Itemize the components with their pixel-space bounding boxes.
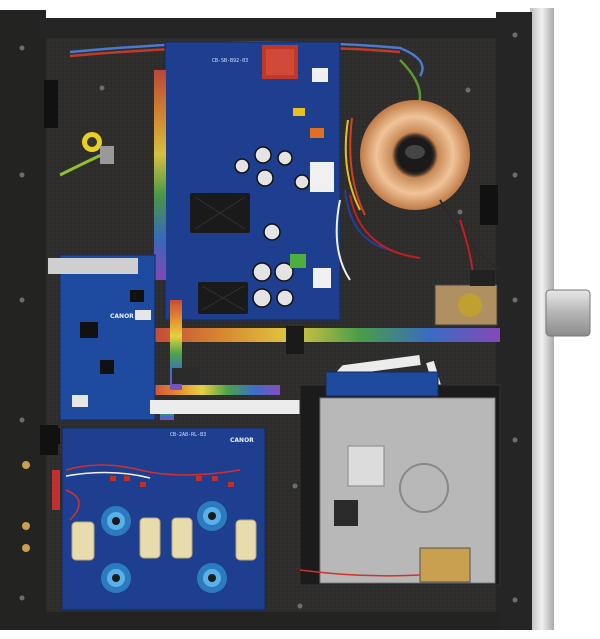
dac-board-logo: CANOR: [110, 313, 134, 320]
volume-assembly: [434, 185, 498, 326]
left-connectors: [46, 428, 60, 510]
tube-board-logo: CANOR: [230, 437, 254, 444]
top-wall: [40, 18, 500, 38]
power-supply-board: CB-SB-B92-03: [164, 41, 341, 321]
mains-ground-wiring: [59, 132, 114, 177]
chassis-screws: [19, 32, 518, 609]
dac-board: CANOR: [48, 254, 156, 421]
toroidal-transformer: [360, 100, 470, 210]
tube-sockets: [101, 501, 227, 593]
cd-transport: [299, 371, 501, 586]
tube-output-board: CB-2A8-RL-B3 CANOR: [61, 427, 266, 611]
ribbon-cables: [150, 70, 500, 420]
bottom-wall: [40, 612, 500, 630]
transformer-wires: [335, 117, 501, 301]
power-board-label: CB-SB-B92-03: [212, 58, 248, 64]
right-wall: [496, 12, 532, 630]
left-wall: [0, 10, 46, 630]
tube-board-label: CB-2A8-RL-B3: [170, 432, 206, 438]
volume-knob: [545, 289, 591, 337]
